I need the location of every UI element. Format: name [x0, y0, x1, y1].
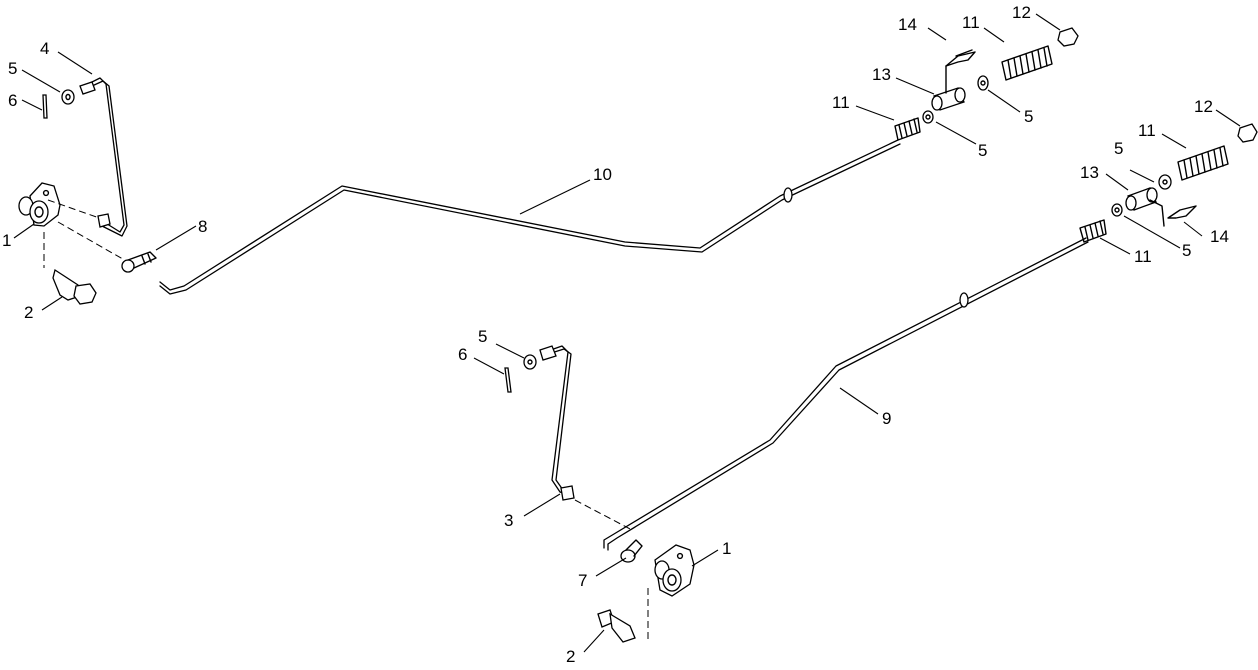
callout-5-f: 5	[478, 327, 487, 346]
callout-14-a: 14	[898, 15, 917, 34]
callout-7: 7	[578, 571, 587, 590]
rod-clip-upper	[121, 251, 157, 273]
callout-14-b: 14	[1210, 227, 1229, 246]
callout-5-a: 5	[8, 59, 17, 78]
hairpin-lower	[1167, 205, 1197, 219]
callout-12-a: 12	[1012, 3, 1031, 22]
callout-5-b: 5	[1024, 107, 1033, 126]
spring-lower-short	[1079, 219, 1107, 243]
shoulder-bolt-lower	[597, 609, 636, 643]
callout-6-b: 6	[458, 345, 467, 364]
nut-upper	[1057, 27, 1079, 47]
callout-8: 8	[198, 217, 207, 236]
spring-lower-long	[1177, 145, 1229, 181]
callout-5-e: 5	[1182, 241, 1191, 260]
upper-spring-hardware	[894, 27, 1079, 141]
pivot-bracket-upper	[18, 182, 61, 227]
callout-11-a: 11	[962, 13, 980, 32]
callout-3: 3	[504, 511, 513, 530]
callout-6-a: 6	[8, 91, 17, 110]
control-rod-9	[603, 237, 1089, 551]
control-rod-10	[159, 139, 901, 295]
callout-2-lower: 2	[566, 647, 575, 666]
callout-labels: 1 2 4 5 6 8 10 14 11 12 13 11 5 5 12 11 …	[2, 3, 1229, 666]
pivot-bracket-lower	[654, 544, 695, 597]
callout-1-lower: 1	[722, 539, 731, 558]
hairpin-upper	[945, 49, 976, 67]
lower-assembly	[504, 237, 1089, 643]
trunnion-lower	[1125, 187, 1165, 227]
callout-11-c: 11	[1138, 121, 1156, 140]
callout-13-b: 13	[1080, 163, 1099, 182]
callout-13-a: 13	[872, 65, 891, 84]
callout-5-d: 5	[1114, 139, 1123, 158]
spring-upper-short	[894, 117, 921, 141]
link-rod-3	[539, 345, 575, 501]
cotter-pin-upper-left	[42, 94, 48, 119]
spring-upper-long	[1001, 45, 1053, 81]
shoulder-bolt-upper	[52, 268, 97, 305]
cotter-pin-lower	[504, 367, 512, 393]
callout-10: 10	[593, 165, 612, 184]
callout-12-b: 12	[1194, 97, 1213, 116]
callout-1-upper: 1	[2, 231, 11, 250]
callout-5-c: 5	[978, 141, 987, 160]
callout-4: 4	[40, 39, 49, 58]
lower-spring-hardware	[1079, 123, 1258, 243]
callout-11-d: 11	[1134, 247, 1152, 266]
link-rod-4	[79, 77, 128, 237]
nut-lower	[1237, 123, 1258, 143]
leader-lines	[13, 13, 1241, 653]
washer-upper-left	[61, 89, 75, 105]
callout-11-b: 11	[832, 93, 850, 112]
upper-left-assembly	[18, 77, 157, 305]
trunnion-upper	[931, 65, 966, 111]
callout-9: 9	[882, 409, 891, 428]
callout-2-upper: 2	[24, 303, 33, 322]
